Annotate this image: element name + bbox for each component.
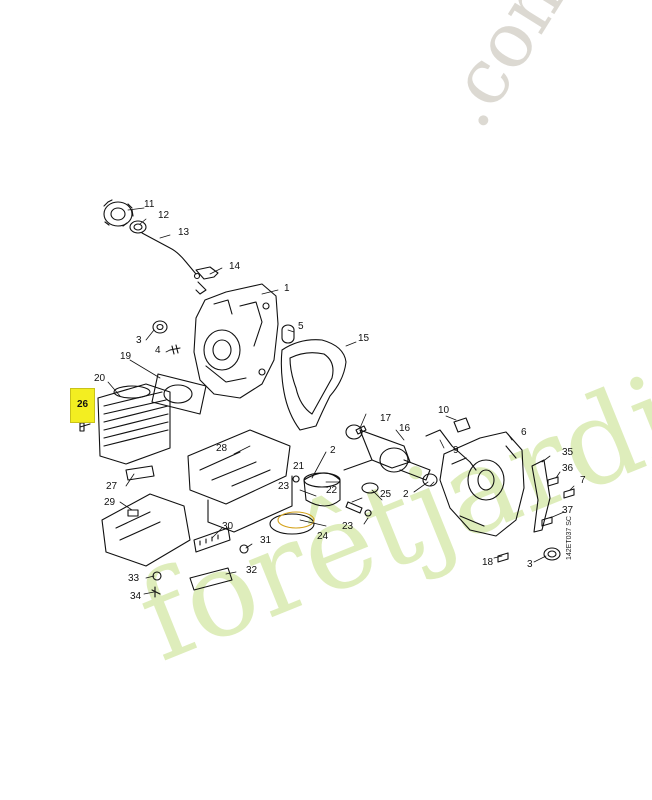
callout-12[interactable]: 12 (158, 210, 170, 221)
callout-17[interactable]: 17 (380, 413, 392, 424)
callout-3[interactable]: 3 (136, 335, 142, 346)
callout-22[interactable]: 22 (326, 485, 338, 496)
crankcase-right-part (439, 431, 525, 537)
callout-7[interactable]: 7 (580, 475, 586, 486)
callout-35[interactable]: 35 (562, 447, 574, 458)
piston-ring-part (269, 513, 315, 535)
cylinder-gasket-part (151, 373, 207, 415)
cable-part (141, 232, 197, 275)
callout-21[interactable]: 21 (293, 461, 305, 472)
callout-20[interactable]: 20 (94, 373, 106, 384)
callout-23[interactable]: 23 (342, 521, 354, 532)
callout-31[interactable]: 31 (260, 535, 272, 546)
callout-9[interactable]: 9 (453, 445, 459, 456)
rim-sprocket-part (103, 199, 147, 234)
callout-19[interactable]: 19 (120, 351, 132, 362)
callout-36[interactable]: 36 (562, 463, 574, 474)
cylinder-part (97, 383, 171, 465)
crankshaft-part (343, 424, 431, 481)
callout-34[interactable]: 34 (130, 591, 142, 602)
callout-15[interactable]: 15 (358, 333, 370, 344)
drawing-reference-code: 142ET037 SC (566, 516, 573, 560)
callout-18[interactable]: 18 (482, 557, 494, 568)
bracket-part (195, 266, 219, 295)
callout-32[interactable]: 32 (246, 565, 258, 576)
callout-27[interactable]: 27 (106, 481, 118, 492)
callout-2[interactable]: 2 (403, 489, 409, 500)
callout-2[interactable]: 2 (330, 445, 336, 456)
callout-4[interactable]: 4 (155, 345, 161, 356)
callout-13[interactable]: 13 (178, 227, 190, 238)
callout-37[interactable]: 37 (562, 505, 574, 516)
callout-29[interactable]: 29 (104, 497, 116, 508)
callout-16[interactable]: 16 (399, 423, 411, 434)
callout-1[interactable]: 1 (284, 283, 290, 294)
piston-part (303, 472, 341, 507)
callout-25[interactable]: 25 (380, 489, 392, 500)
callout-10[interactable]: 10 (438, 405, 450, 416)
callout-5[interactable]: 5 (298, 321, 304, 332)
callout-14[interactable]: 14 (229, 261, 241, 272)
callout-3[interactable]: 3 (527, 559, 533, 570)
callout-28[interactable]: 28 (216, 443, 228, 454)
callout-11[interactable]: 11 (144, 199, 155, 210)
callout-23[interactable]: 23 (278, 481, 290, 492)
gasket-part (280, 339, 347, 431)
callout-33[interactable]: 33 (128, 573, 140, 584)
callout-24[interactable]: 24 (317, 531, 329, 542)
callout-6[interactable]: 6 (521, 427, 527, 438)
callout-30[interactable]: 30 (222, 521, 234, 532)
cylinder-screw-part (79, 422, 91, 432)
crankcase-half-part (193, 283, 279, 399)
muffler-shell-part (101, 493, 191, 567)
callout-26-highlighted[interactable]: 26 (70, 388, 96, 423)
muffler-part (187, 429, 293, 533)
